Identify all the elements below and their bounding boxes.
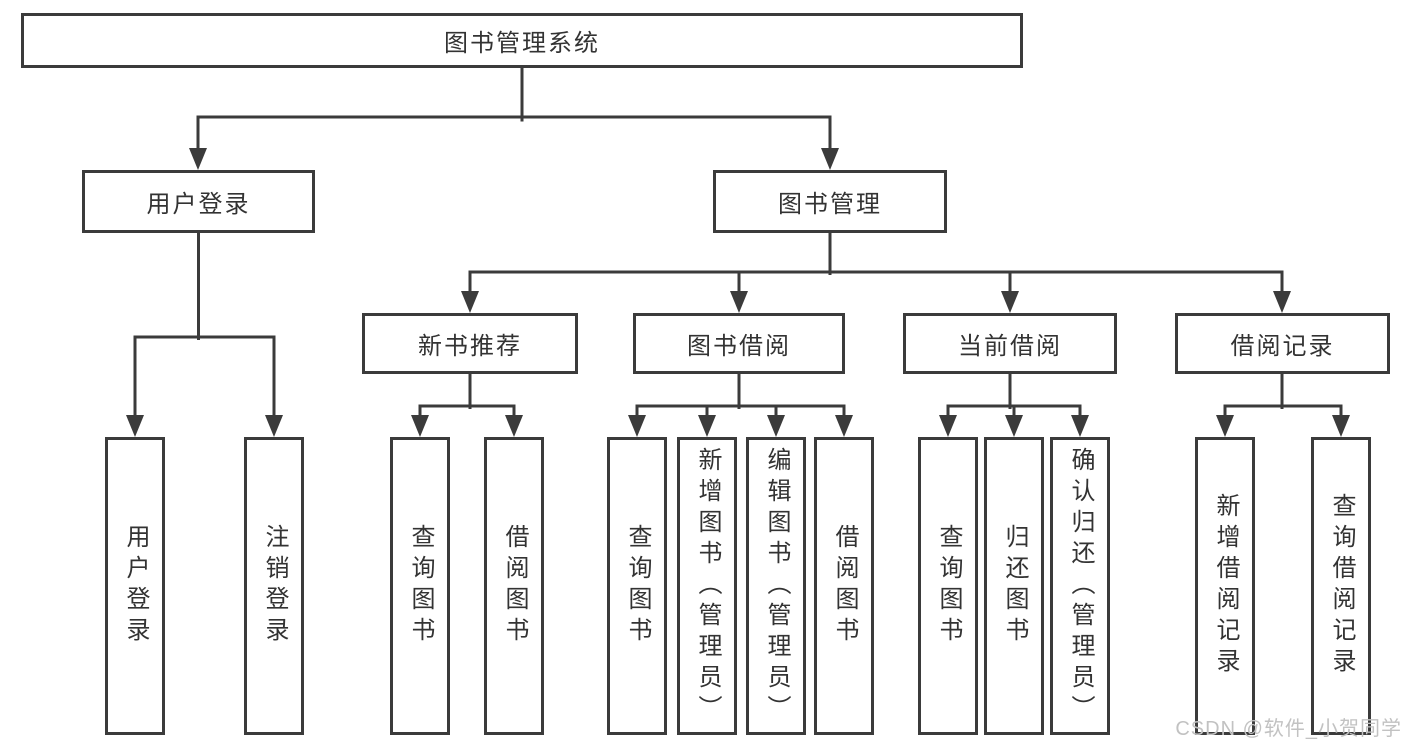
arrow-down-icon bbox=[628, 415, 646, 437]
arrow-down-icon bbox=[835, 415, 853, 437]
leaf-add-book-admin: 新增图书（管理员） bbox=[677, 437, 737, 735]
leaf-query-books-borrow: 查询图书 bbox=[607, 437, 667, 735]
watermark: CSDN @软件_小贺同学 bbox=[1175, 718, 1402, 740]
arrow-down-icon bbox=[1071, 415, 1089, 437]
arrow-down-icon bbox=[126, 415, 144, 437]
arrow-down-icon bbox=[698, 415, 716, 437]
leaf-edit-book-admin: 编辑图书（管理员） bbox=[746, 437, 806, 735]
leaf-confirm-return-admin: 确认归还（管理员） bbox=[1050, 437, 1110, 735]
leaf-borrow-books: 借阅图书 bbox=[814, 437, 874, 735]
arrow-down-icon bbox=[189, 148, 207, 170]
leaf-query-books-recommend: 查询图书 bbox=[390, 437, 450, 735]
leaf-query-borrow-record: 查询借阅记录 bbox=[1311, 437, 1371, 735]
node-new-book-recommend: 新书推荐 bbox=[362, 313, 578, 374]
node-current-borrow: 当前借阅 bbox=[903, 313, 1117, 374]
arrow-down-icon bbox=[461, 291, 479, 313]
leaf-borrow-books-recommend: 借阅图书 bbox=[484, 437, 544, 735]
node-book-management: 图书管理 bbox=[713, 170, 947, 233]
node-user-login: 用户登录 bbox=[82, 170, 315, 233]
node-borrow-records: 借阅记录 bbox=[1175, 313, 1390, 374]
leaf-return-book: 归还图书 bbox=[984, 437, 1044, 735]
leaf-logout: 注销登录 bbox=[244, 437, 304, 735]
leaf-user-login: 用户登录 bbox=[105, 437, 165, 735]
arrow-down-icon bbox=[1005, 415, 1023, 437]
arrow-down-icon bbox=[1273, 291, 1291, 313]
arrow-down-icon bbox=[730, 291, 748, 313]
arrow-down-icon bbox=[939, 415, 957, 437]
arrow-down-icon bbox=[505, 415, 523, 437]
arrow-down-icon bbox=[1216, 415, 1234, 437]
node-book-borrow: 图书借阅 bbox=[633, 313, 845, 374]
arrow-down-icon bbox=[1332, 415, 1350, 437]
arrow-down-icon bbox=[411, 415, 429, 437]
leaf-add-borrow-record: 新增借阅记录 bbox=[1195, 437, 1255, 735]
arrow-down-icon bbox=[265, 415, 283, 437]
node-root-system: 图书管理系统 bbox=[21, 13, 1023, 68]
arrow-down-icon bbox=[1001, 291, 1019, 313]
arrow-down-icon bbox=[767, 415, 785, 437]
leaf-query-books-current: 查询图书 bbox=[918, 437, 978, 735]
arrow-down-icon bbox=[821, 148, 839, 170]
